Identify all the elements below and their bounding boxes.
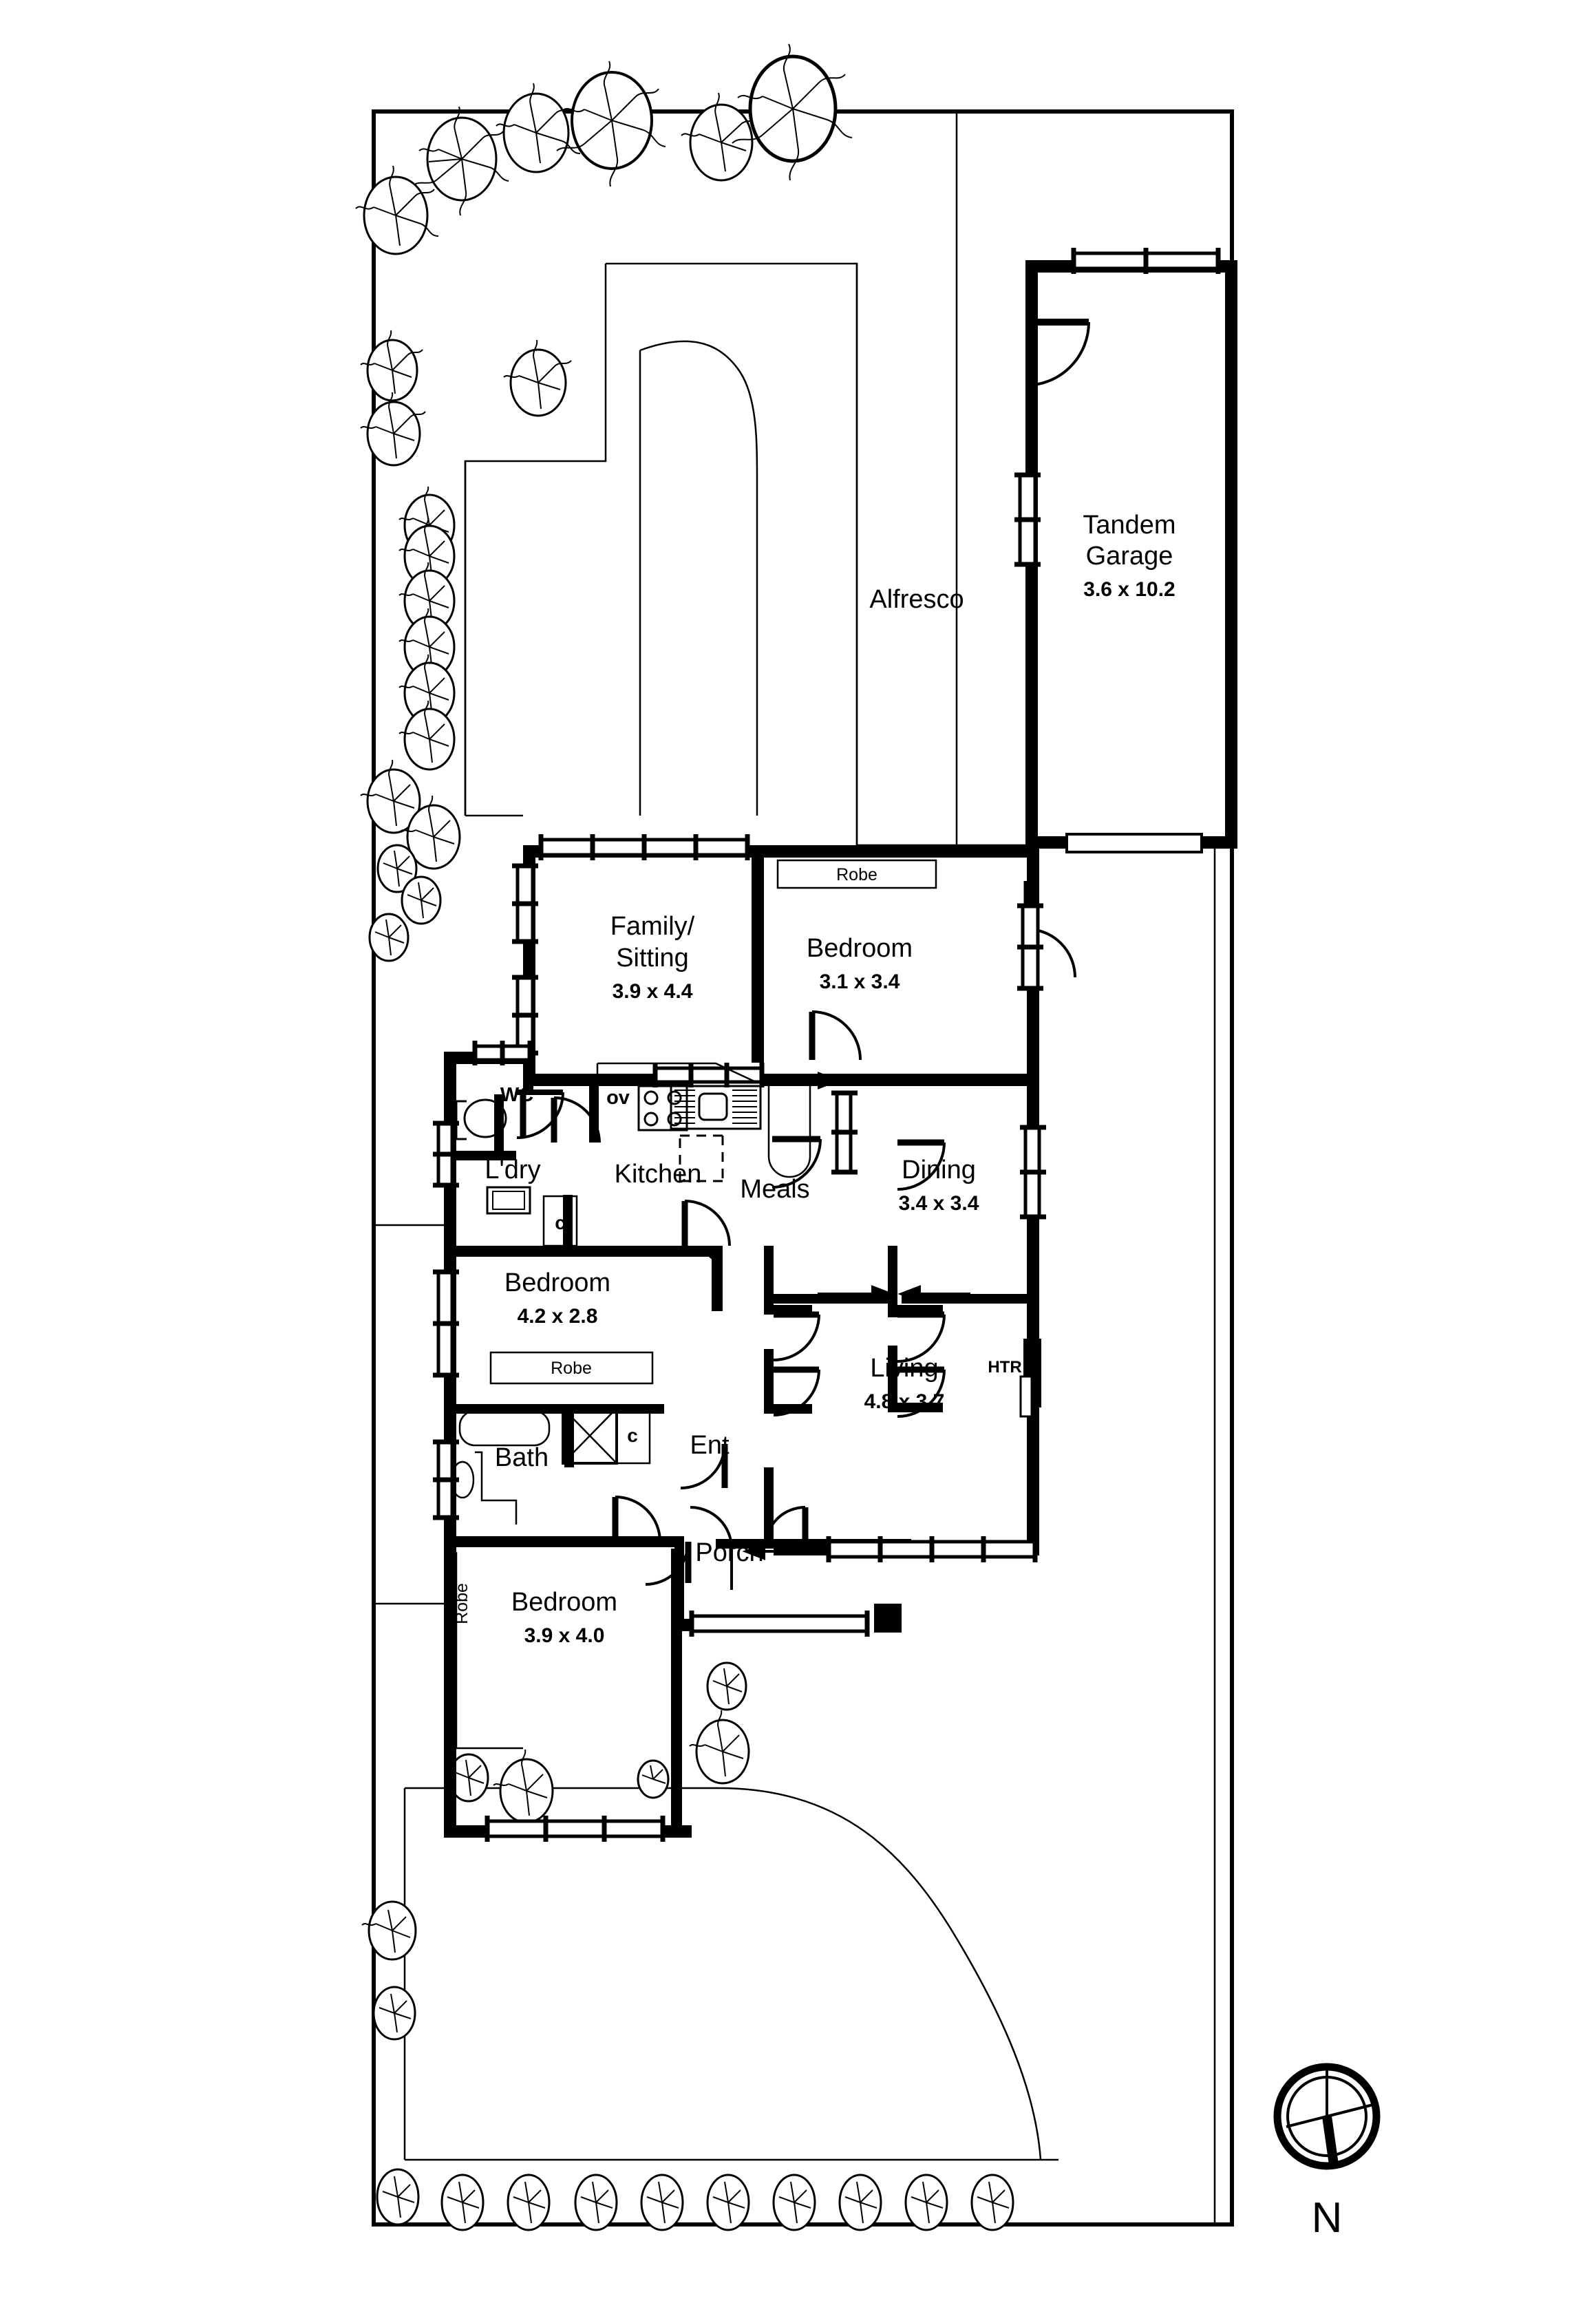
fixture-label-wc: WC bbox=[500, 1084, 533, 1106]
room-dim-bedroom-1: 4.2 x 2.8 bbox=[518, 1305, 598, 1328]
room-label-bedroom-1: Bedroom bbox=[504, 1268, 610, 1297]
room-dim-family-sitting: 3.9 x 4.4 bbox=[613, 980, 693, 1003]
fixture-label-robe-bedroom-3: Robe bbox=[452, 1583, 471, 1624]
fixture-group bbox=[450, 859, 1033, 1750]
room-label-meals: Meals bbox=[740, 1175, 809, 1204]
room-label-alfresco: Alfresco bbox=[869, 585, 964, 614]
room-dim-living: 4.8 x 3.7 bbox=[864, 1390, 945, 1413]
room-label-porch: Porch bbox=[695, 1538, 763, 1567]
compass-north-icon bbox=[1273, 2063, 1381, 2170]
window-group bbox=[433, 248, 1221, 1842]
door-swing-group bbox=[516, 319, 1090, 1590]
toilet-icon bbox=[455, 1098, 507, 1140]
room-label-laundry: L'dry bbox=[485, 1156, 540, 1184]
room-label-kitchen: Kitchen bbox=[615, 1160, 702, 1189]
flow-arrow-group bbox=[742, 1072, 970, 1560]
room-label-dining: Dining bbox=[902, 1156, 976, 1184]
room-label-tandem-garage: Tandem bbox=[1083, 511, 1175, 540]
fixture-label-heater: HTR bbox=[988, 1358, 1021, 1377]
room-dim-bedroom-2: 3.1 x 3.4 bbox=[820, 970, 900, 993]
compass-north-label: N bbox=[1312, 2194, 1343, 2242]
fixture-label-robe-bedroom-1: Robe bbox=[551, 1359, 592, 1378]
room-dim-bedroom-3: 3.9 x 4.0 bbox=[524, 1624, 605, 1647]
room-label-living: Living bbox=[870, 1354, 938, 1383]
room-label-bedroom-3: Bedroom bbox=[511, 1588, 617, 1617]
room-dim-dining: 3.4 x 3.4 bbox=[899, 1192, 979, 1215]
room-label-family-sitting: Family/ bbox=[610, 912, 695, 941]
room-label-bedroom-2: Bedroom bbox=[807, 934, 913, 963]
room-label-tandem-garage-2: Garage bbox=[1086, 542, 1173, 571]
room-dim-tandem-garage: 3.6 x 10.2 bbox=[1083, 578, 1175, 601]
room-label-family-sitting-2: Sitting bbox=[616, 944, 689, 973]
cooktop-icon bbox=[637, 1085, 688, 1132]
site-boundary bbox=[372, 109, 1234, 2227]
room-label-group: Alfresco Tandem Garage 3.6 x 10.2 Family… bbox=[485, 511, 1175, 1647]
fixture-label-robe-bedroom-2: Robe bbox=[836, 865, 877, 884]
room-label-bath: Bath bbox=[495, 1443, 549, 1472]
room-label-entry: Ent bbox=[690, 1431, 729, 1460]
fixture-label-group: WC ov HTR Robe Robe Robe c c bbox=[452, 865, 1022, 1624]
fixture-label-oven: ov bbox=[606, 1087, 630, 1109]
fixture-label-cupboard-bath: c bbox=[627, 1425, 638, 1446]
tree-canopy-group bbox=[355, 43, 1014, 2231]
fixture-label-cupboard-kitchen: c bbox=[555, 1212, 566, 1233]
sink-icon bbox=[670, 1085, 762, 1130]
